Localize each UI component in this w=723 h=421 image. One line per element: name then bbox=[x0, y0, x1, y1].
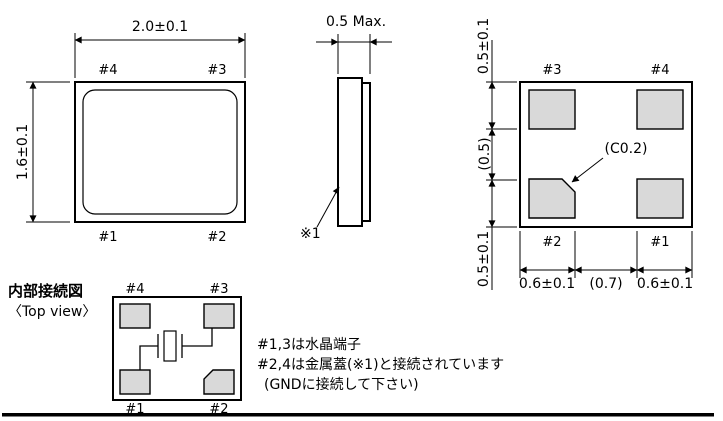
top-view-lid-outline bbox=[82, 89, 238, 215]
top-view-body-outline bbox=[74, 81, 246, 223]
dim-label-mid: (0.5) bbox=[477, 137, 493, 170]
pin-label: #3 bbox=[542, 63, 561, 78]
horizontal-dimension-chain: 0.6±0.1 (0.7) 0.6±0.1 bbox=[519, 231, 693, 292]
dim-height-label: 1.6±0.1 bbox=[15, 124, 31, 180]
pad-2-chamfered bbox=[528, 178, 576, 219]
dim-width-label: 2.0±0.1 bbox=[132, 19, 188, 35]
chamfer-callout: (C0.2) bbox=[571, 141, 648, 183]
dim-thickness-label: 0.5 Max. bbox=[326, 14, 386, 30]
crystal-symbol bbox=[139, 328, 213, 370]
internal-pad-2-chamfered bbox=[203, 369, 235, 395]
pin-label: #2 bbox=[542, 235, 561, 250]
pad-3 bbox=[528, 89, 576, 130]
pad-4 bbox=[636, 89, 684, 130]
internal-pad-3 bbox=[203, 303, 235, 329]
lid-ref-label: ※1 bbox=[300, 226, 321, 242]
chamfer-label: (C0.2) bbox=[605, 141, 648, 157]
crystal-body bbox=[163, 330, 177, 362]
bottom-view-outline bbox=[519, 81, 693, 228]
pin-label: #4 bbox=[650, 63, 669, 78]
pin-label: #1 bbox=[650, 235, 669, 250]
bottom-rule bbox=[2, 413, 714, 417]
pin-label: #3 bbox=[209, 282, 228, 297]
dim-label-left: 0.6±0.1 bbox=[519, 276, 575, 292]
leader-arrow bbox=[571, 157, 604, 183]
crystal-lead-to-pad1 bbox=[139, 345, 158, 370]
vertical-dimension-chain: 0.5±0.1 (0.5) 0.5±0.1 bbox=[476, 18, 517, 290]
note-line-2: #2,4は金属蓋(※1)と接続されています bbox=[257, 356, 504, 373]
pad-1 bbox=[636, 178, 684, 219]
dim-label-top: 0.5±0.1 bbox=[476, 18, 492, 74]
dim-label-right: 0.6±0.1 bbox=[637, 276, 693, 292]
internal-diagram-title: 内部接続図 bbox=[8, 282, 83, 300]
pin-label: #1 bbox=[98, 230, 117, 245]
side-view-lid bbox=[361, 82, 371, 222]
leader-arrow bbox=[316, 186, 340, 228]
note-line-1: #1,3は水晶端子 bbox=[257, 337, 361, 353]
internal-pad-4 bbox=[119, 303, 151, 329]
pin-label: #4 bbox=[125, 282, 144, 297]
dim-label-bottom: 0.5±0.1 bbox=[476, 231, 492, 287]
internal-diagram-subtitle: 〈Top view〉 bbox=[8, 304, 96, 320]
lid-reference: ※1 bbox=[300, 186, 340, 242]
notes: #1,3は水晶端子 #2,4は金属蓋(※1)と接続されています (GNDに接続し… bbox=[257, 337, 504, 393]
side-view-body bbox=[337, 77, 363, 227]
dim-thickness: 0.5 Max. bbox=[316, 14, 392, 74]
pin-label: #2 bbox=[207, 230, 226, 245]
internal-pad-1 bbox=[119, 369, 151, 395]
crystal-lead-to-pad3 bbox=[182, 328, 213, 347]
top-view: #4 #3 #1 #2 2.0±0.1 1.6±0.1 bbox=[15, 19, 246, 245]
note-line-3: (GNDに接続して下さい) bbox=[264, 376, 419, 393]
internal-connection-diagram: 内部接続図 〈Top view〉 #4 #3 #1 #2 bbox=[8, 282, 242, 417]
pin-label: #4 bbox=[98, 63, 117, 78]
dim-width: 2.0±0.1 bbox=[74, 19, 246, 78]
side-view: 0.5 Max. ※1 bbox=[300, 14, 392, 242]
dim-height: 1.6±0.1 bbox=[15, 81, 70, 223]
dim-label-center: (0.7) bbox=[589, 276, 622, 292]
pin-label: #3 bbox=[207, 63, 226, 78]
internal-package-outline bbox=[112, 296, 242, 401]
bottom-view: #3 #4 #2 #1 (C0.2) 0.5±0.1 (0.5) 0.5±0.1 bbox=[476, 18, 693, 292]
